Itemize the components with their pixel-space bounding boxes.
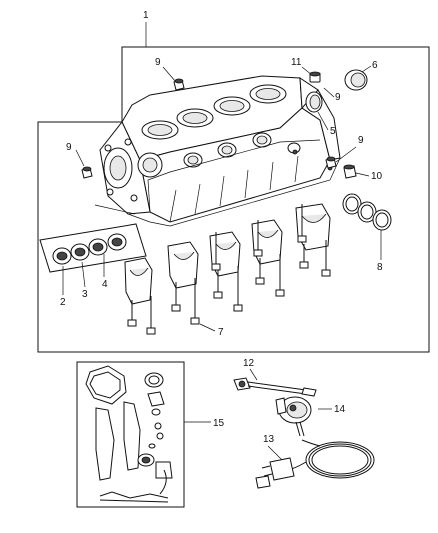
block-heater-14 [275, 396, 312, 437]
main-bearing-caps [124, 203, 331, 305]
callout-7: 7 [218, 327, 224, 338]
cup-plug-6 [344, 69, 368, 91]
callout-12: 12 [243, 358, 255, 369]
callout-2: 2 [60, 297, 66, 308]
callout-3: 3 [82, 289, 88, 300]
callout-8: 8 [377, 262, 383, 273]
plug-10 [343, 164, 357, 179]
leader-3 [81, 261, 86, 288]
leader-12 [249, 368, 258, 381]
leader-9-right [323, 87, 335, 98]
callout-6: 6 [372, 60, 378, 71]
callout-9-top: 9 [155, 57, 161, 68]
callout-13: 13 [263, 434, 275, 445]
pointer-line [94, 204, 136, 215]
leader-9-left [75, 149, 85, 167]
callout-5: 5 [330, 126, 336, 137]
callout-1: 1 [143, 10, 149, 21]
leader-9-top [162, 66, 177, 83]
callout-9-lower-right: 9 [358, 135, 364, 146]
leader-7 [199, 323, 216, 332]
callout-14: 14 [334, 404, 346, 415]
callout-15: 15 [213, 418, 225, 429]
leader-13 [267, 445, 283, 461]
small-plug-11 [309, 71, 321, 83]
callout-9-right: 9 [335, 92, 341, 103]
main-bearing-shells [39, 223, 147, 273]
leader-5 [317, 111, 329, 131]
main-cap-bolts [127, 204, 331, 335]
callout-10: 10 [371, 171, 383, 182]
gasket-kit-frame [76, 361, 185, 508]
leader-6 [361, 65, 372, 73]
callout-11: 11 [291, 57, 302, 68]
heater-cord-13 [255, 439, 375, 489]
leader-9-lower-right [335, 146, 357, 163]
gasket-set [85, 365, 173, 503]
callout-4: 4 [102, 279, 108, 290]
expansion-plug-right [325, 156, 337, 169]
cylinder-block [99, 75, 341, 227]
cup-plug-5 [305, 91, 323, 113]
expansion-plug-left [81, 166, 93, 179]
camshaft-bearings [342, 193, 392, 231]
leader-10 [355, 172, 370, 177]
block-heater-sensor-12 [233, 377, 317, 397]
expansion-plug-top [173, 78, 185, 91]
callout-9-left: 9 [66, 142, 72, 153]
